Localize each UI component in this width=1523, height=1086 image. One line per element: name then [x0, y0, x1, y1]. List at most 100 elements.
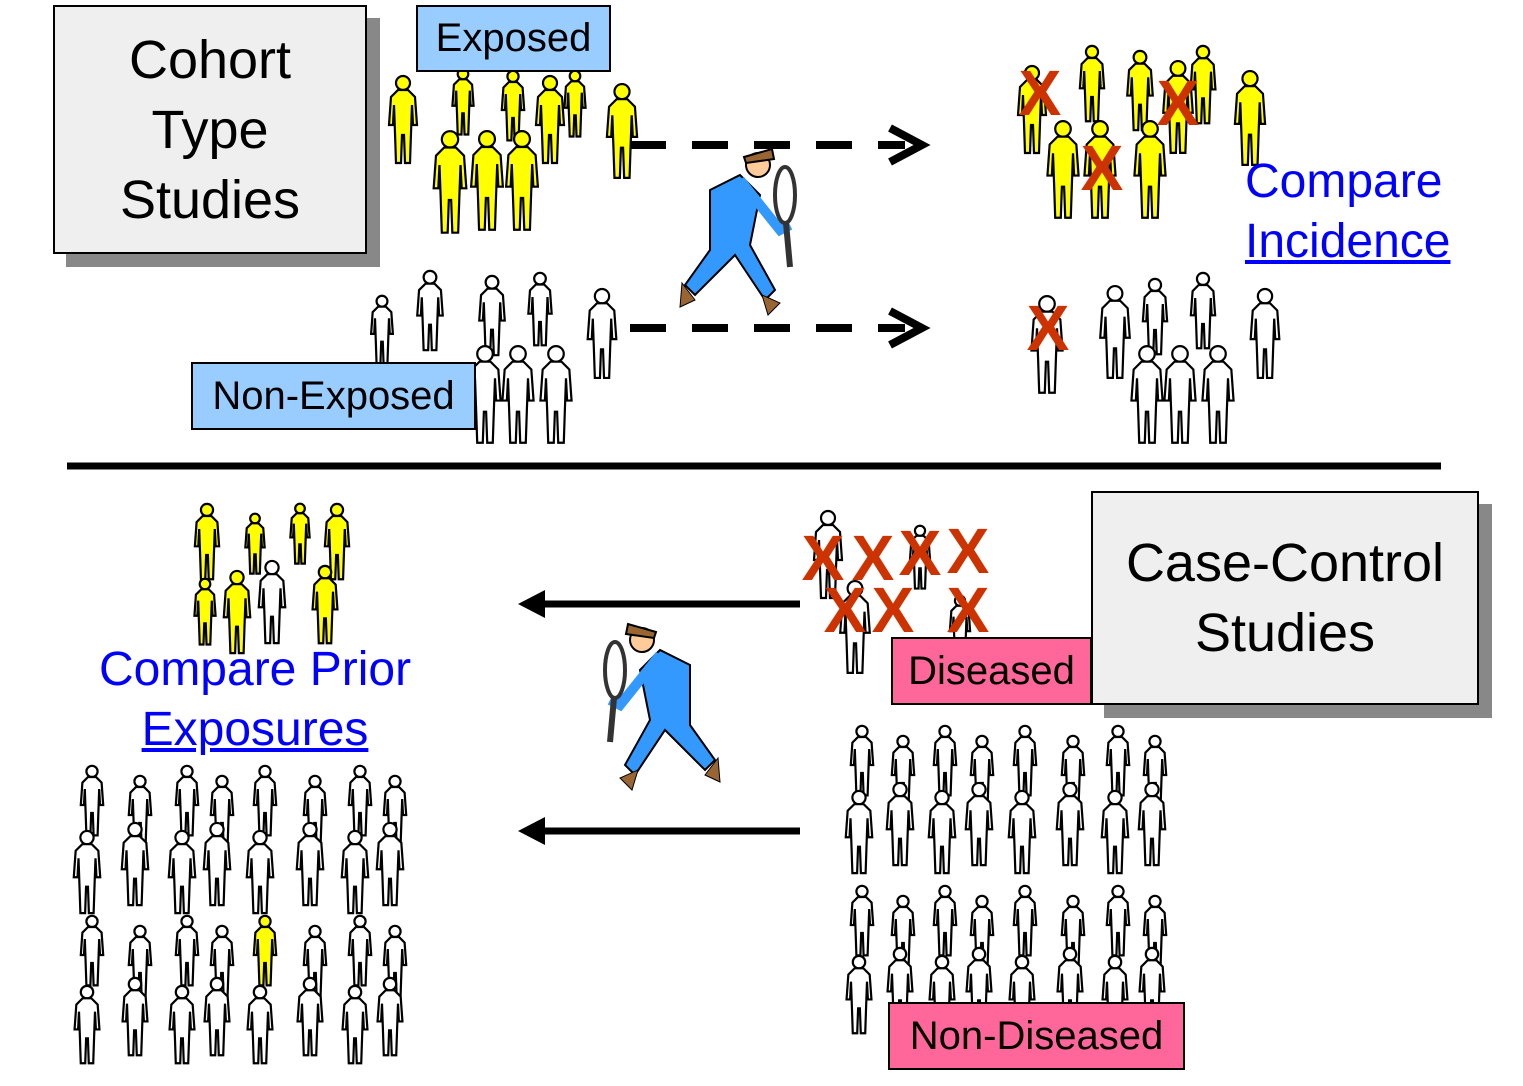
person-icon — [1055, 781, 1085, 867]
exposed-person-icon — [500, 69, 526, 142]
person-icon — [174, 764, 200, 837]
case-control-title-box: Case-Control Studies — [1091, 491, 1479, 705]
person-icon — [908, 524, 932, 590]
disease-x-mark: X — [872, 574, 915, 646]
person-icon — [174, 914, 200, 987]
cohort-title-line: Type — [151, 99, 269, 160]
disease-x-mark: X — [947, 574, 990, 646]
person-icon — [416, 269, 444, 352]
person-icon — [539, 345, 573, 444]
person-icon — [1249, 287, 1281, 380]
compare-incidence-line1: Compare — [1245, 155, 1443, 208]
exposed-person-icon — [311, 564, 339, 645]
person-icon — [73, 984, 101, 1065]
exposed-person-icon — [193, 577, 217, 646]
exposed-person-icon — [451, 67, 475, 136]
disease-x-mark: X — [824, 574, 867, 646]
person-icon — [121, 976, 149, 1057]
person-icon — [1100, 789, 1130, 875]
person-icon — [1030, 295, 1064, 394]
compare-prior-line1: Compare Prior — [98, 643, 412, 696]
exposed-person-icon — [1233, 69, 1267, 166]
detective-with-magnifier-icon — [603, 622, 721, 791]
arrowhead-non-diseased-back — [518, 817, 545, 845]
person-icon — [927, 789, 957, 875]
person-icon — [527, 271, 553, 347]
exposed-person-icon — [605, 82, 639, 179]
person-icon — [932, 884, 958, 957]
disease-x-mark: X — [947, 515, 990, 587]
exposed-person-icon — [222, 569, 252, 655]
person-icon — [478, 274, 506, 357]
person-icon — [79, 764, 105, 837]
exposed-person-icon — [387, 74, 419, 165]
person-icon — [245, 829, 275, 915]
detectives-layer — [603, 147, 797, 791]
exposed-person-icon — [193, 502, 221, 581]
disease-x-mark: X — [1019, 57, 1062, 129]
case-control-title-line: Case-Control — [1125, 533, 1445, 593]
person-icon — [246, 984, 274, 1065]
person-icon — [932, 724, 958, 797]
person-icon — [849, 884, 875, 957]
disease-x-mark: X — [1081, 132, 1124, 204]
person-icon — [1099, 284, 1131, 379]
person-icon — [812, 509, 844, 600]
person-icon — [1105, 884, 1131, 957]
arrowhead-diseased-back — [518, 590, 545, 618]
detective-with-magnifier-icon — [679, 147, 797, 316]
person-icon — [202, 821, 232, 907]
person-icon — [501, 345, 535, 444]
exposed-person-icon — [244, 512, 266, 575]
exposed-person-icon — [323, 502, 351, 581]
non-diseased-label: Non-Diseased — [888, 1002, 1185, 1070]
person-icon — [964, 781, 994, 867]
compare-incidence-link[interactable]: Incidence — [1245, 215, 1451, 268]
person-icon — [369, 294, 395, 365]
person-icon — [203, 976, 231, 1057]
cohort-title-box: Cohort Type Studies — [53, 5, 367, 254]
arrowhead-non-exposed — [888, 307, 931, 349]
person-icon — [890, 894, 916, 967]
person-icon — [168, 984, 196, 1065]
person-icon — [375, 821, 405, 907]
person-icon — [1105, 724, 1131, 797]
person-icon — [167, 829, 197, 915]
exposed-person-icon — [1126, 49, 1154, 132]
diseased-label: Diseased — [891, 637, 1092, 705]
person-icon — [341, 984, 369, 1065]
person-icon — [72, 829, 102, 915]
person-icon — [1201, 345, 1235, 444]
exposed-person-icon — [432, 130, 468, 234]
person-icon — [340, 829, 370, 915]
exposed-person-icon — [534, 74, 566, 165]
person-icon — [839, 579, 871, 674]
exposed-person-icon — [1078, 44, 1106, 123]
disease-x-mark: X — [802, 522, 845, 594]
person-icon — [885, 781, 915, 867]
person-icon — [376, 976, 404, 1057]
exposed-person-icon — [1046, 120, 1080, 219]
compare-incidence-text: Compare Incidence — [1245, 152, 1450, 272]
exposed-person-icon — [469, 130, 505, 231]
person-icon — [252, 764, 278, 837]
exposed-person-icon — [252, 914, 278, 987]
exposed-person-icon — [1133, 120, 1167, 219]
compare-prior-exposures-link[interactable]: Exposures — [141, 703, 369, 756]
person-icon — [79, 914, 105, 987]
disease-x-mark: X — [1157, 67, 1200, 139]
person-icon — [844, 789, 874, 875]
cohort-title-line: Cohort — [128, 29, 292, 90]
person-icon — [586, 287, 618, 380]
cohort-title-line: Studies — [119, 169, 301, 230]
exposed-label: Exposed — [416, 5, 611, 72]
exposed-person-icon — [504, 130, 540, 231]
exposed-person-icon — [289, 502, 311, 565]
person-icon — [295, 821, 325, 907]
person-icon — [1141, 277, 1169, 356]
disease-x-mark: X — [852, 522, 895, 594]
case-control-title-line: Studies — [1194, 603, 1376, 663]
exposed-person-icon — [563, 69, 587, 138]
exposed-person-icon — [1189, 44, 1217, 125]
person-icon — [1130, 345, 1164, 444]
